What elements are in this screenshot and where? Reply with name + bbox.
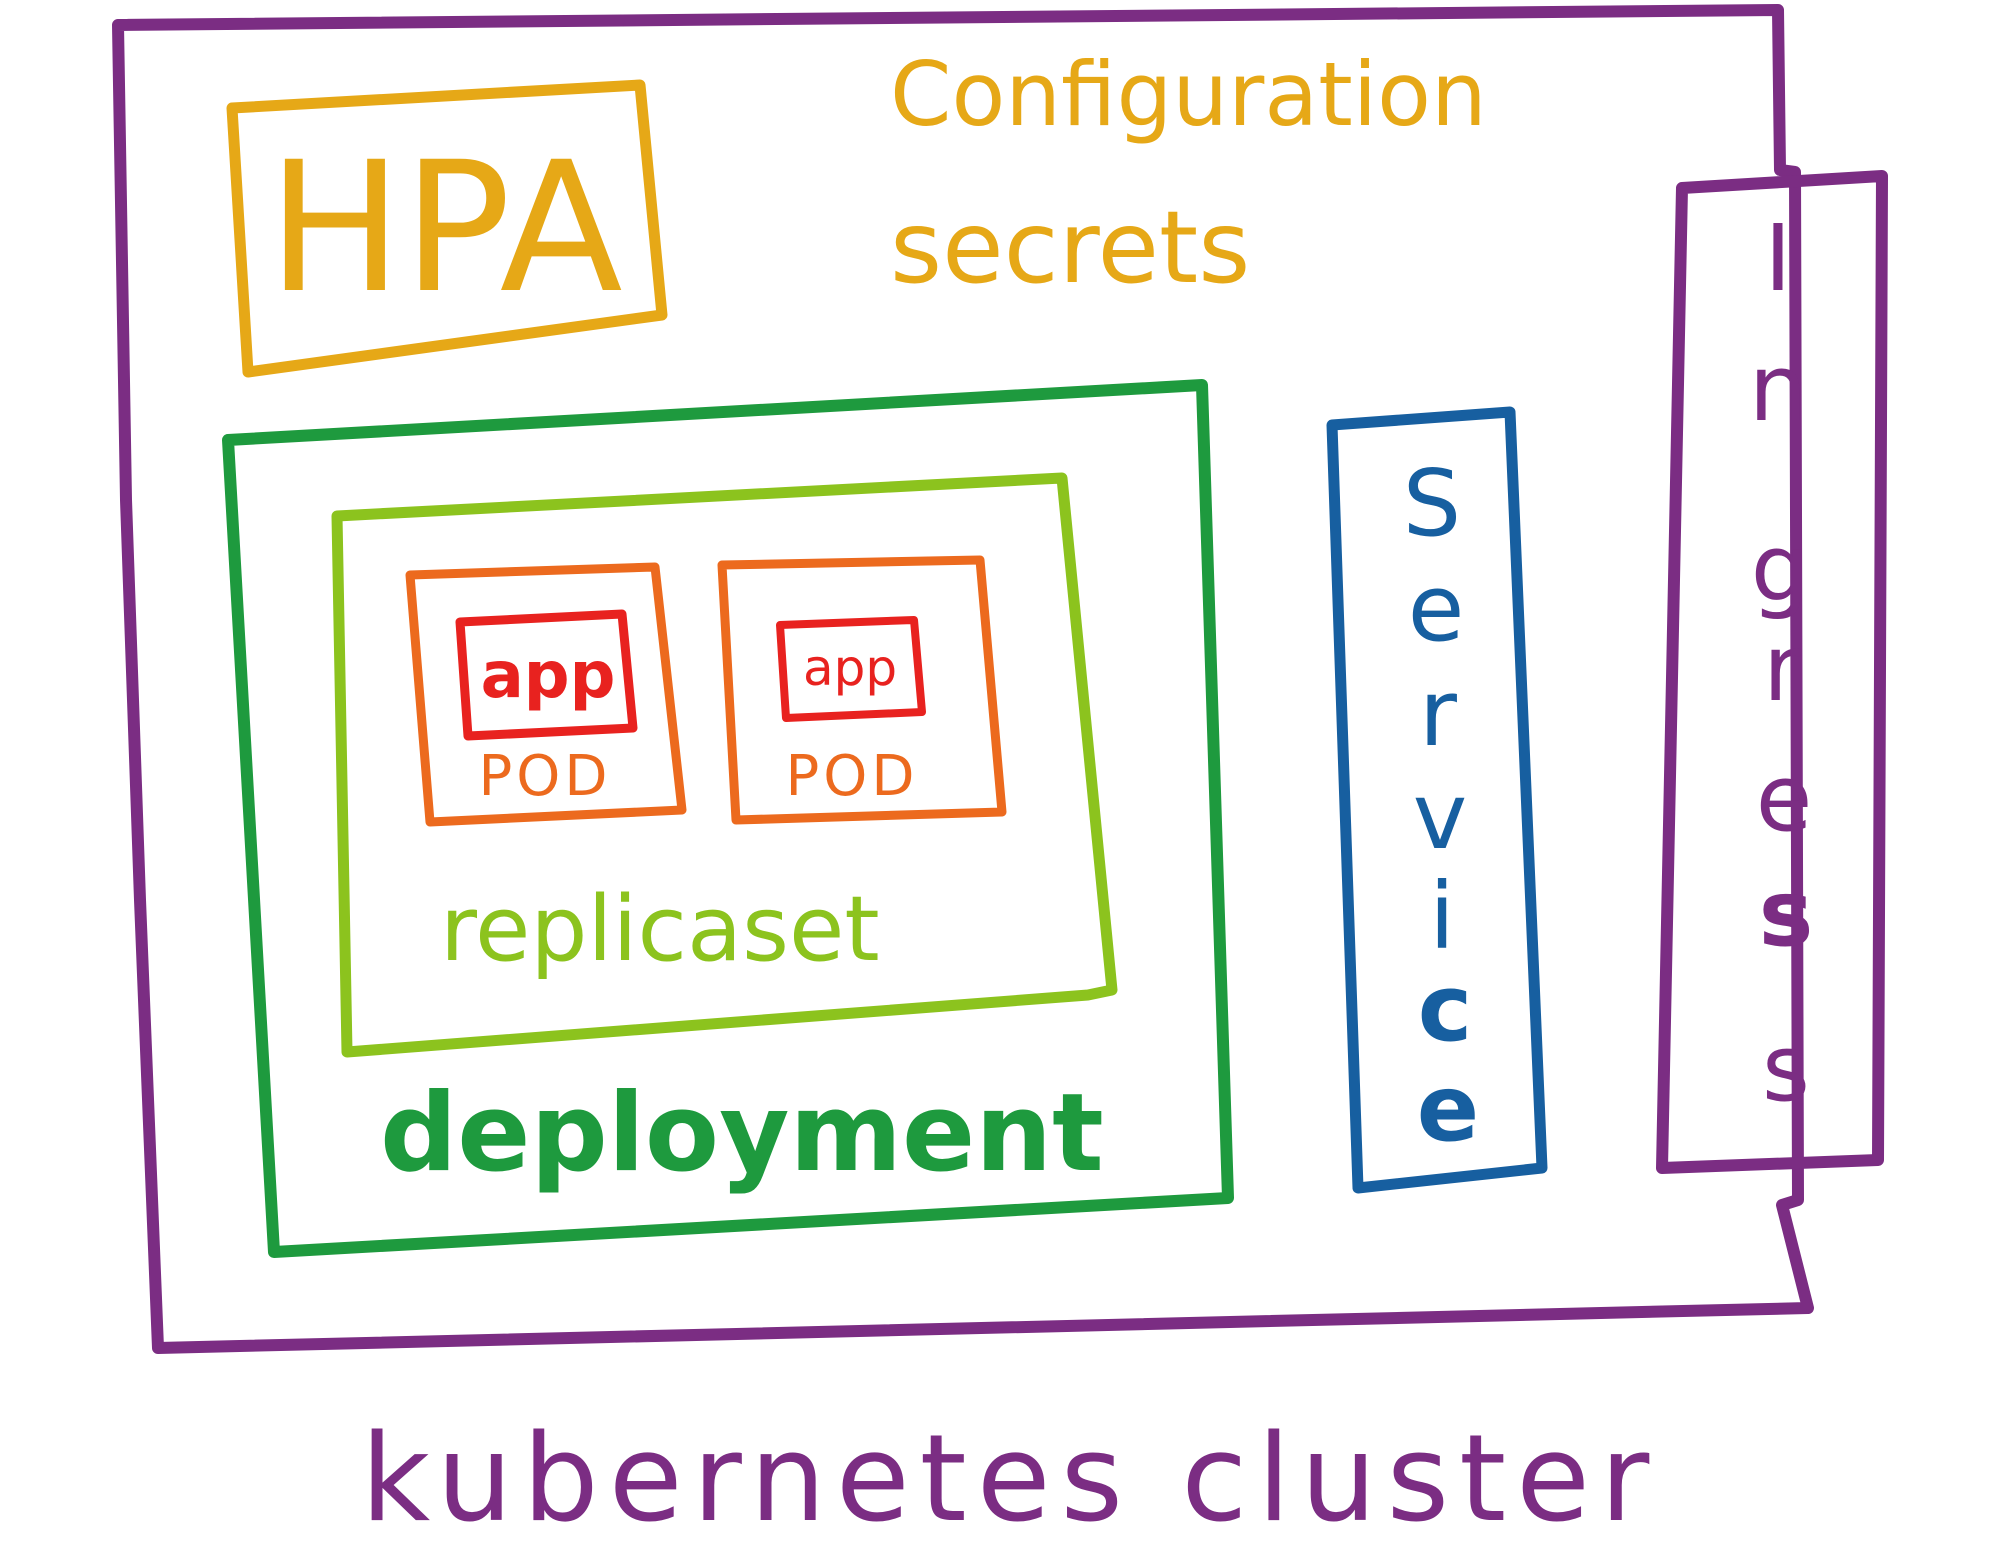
- service-letter: e: [1417, 1055, 1479, 1162]
- ingress-letter: s: [1759, 860, 1814, 967]
- service-letter: S: [1403, 450, 1461, 557]
- pod-1-box: [405, 562, 687, 827]
- ingress-letter: n: [1749, 335, 1807, 442]
- pod-2-pod-label: POD: [786, 744, 919, 809]
- ingress-letter: g: [1751, 515, 1809, 622]
- service-letter: c: [1418, 955, 1473, 1062]
- pod-2-box: [717, 555, 1007, 825]
- service-label: S e r v i c e: [1403, 450, 1479, 1162]
- hpa-label: HPA: [267, 124, 623, 333]
- configuration-label: Configuration: [890, 43, 1487, 146]
- replicaset-box: [331, 472, 1118, 1058]
- cluster-label: kubernetes cluster: [361, 1410, 1660, 1546]
- service-letter: r: [1419, 660, 1457, 767]
- pod-1-app-box: [455, 609, 638, 741]
- ingress-letter: e: [1756, 745, 1813, 852]
- ingress-letter: s: [1762, 1015, 1810, 1122]
- cluster-box: [112, 4, 1814, 1354]
- service-letter: i: [1429, 863, 1455, 970]
- service-box: [1326, 406, 1548, 1194]
- ingress-letter: I: [1764, 205, 1791, 312]
- service-letter: e: [1408, 555, 1465, 662]
- pod-1-app-label: app: [481, 639, 616, 713]
- replicaset-label: replicaset: [440, 877, 880, 982]
- deployment-label: deployment: [380, 1071, 1104, 1196]
- service-letter: v: [1413, 763, 1467, 870]
- pod-1-pod-label: POD: [479, 744, 612, 809]
- ingress-box: [1656, 170, 1888, 1174]
- deployment-box: [222, 379, 1234, 1258]
- ingress-letter: r: [1763, 615, 1801, 722]
- pod-2-app-box: [776, 616, 926, 722]
- ingress-label: I n g r e s s: [1749, 205, 1814, 1122]
- secrets-label: secrets: [890, 189, 1250, 306]
- pod-2-app-label: app: [803, 639, 897, 697]
- hpa-box: [226, 79, 668, 378]
